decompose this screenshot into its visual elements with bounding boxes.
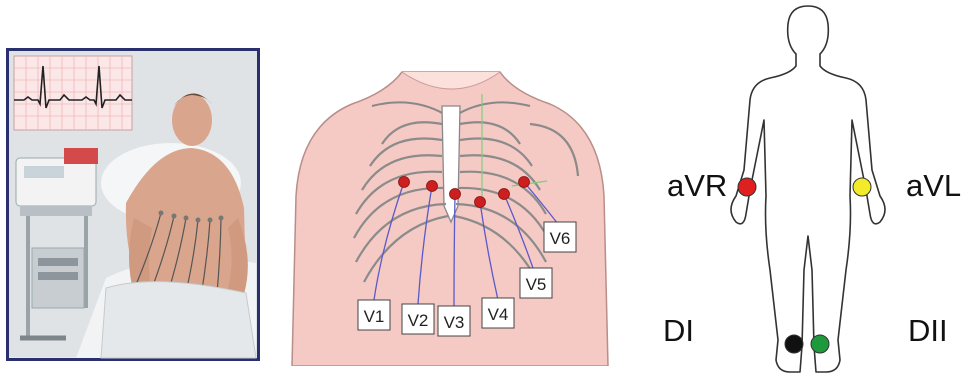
patient-ecg-photo [6, 48, 260, 361]
chest-lead-diagram: V1 V2 V3 V4 V5 V6 [282, 66, 622, 366]
electrode-v3 [450, 189, 461, 200]
electrode-avr [738, 178, 756, 196]
lead-label-v2: V2 [408, 311, 429, 330]
ecg-strip-inset [14, 56, 132, 130]
label-avr: aVR [667, 170, 727, 201]
electrode-v2 [427, 181, 438, 192]
chest-diagram-svg: V1 V2 V3 V4 V5 V6 [282, 66, 622, 366]
lead-label-v4: V4 [488, 305, 509, 324]
electrode-v6 [519, 177, 530, 188]
electrode-dii [811, 335, 829, 353]
lead-label-v6: V6 [550, 229, 571, 248]
lead-label-v3: V3 [444, 313, 465, 332]
electrode-di [785, 335, 803, 353]
label-dii: DII [908, 315, 948, 346]
label-di: DI [663, 315, 694, 346]
electrode-v5 [499, 189, 510, 200]
label-avl: aVL [906, 170, 961, 201]
electrode-v4 [475, 197, 486, 208]
lead-label-v1: V1 [364, 307, 385, 326]
lead-label-v5: V5 [526, 275, 547, 294]
electrode-v1 [399, 177, 410, 188]
electrode-avl [853, 178, 871, 196]
